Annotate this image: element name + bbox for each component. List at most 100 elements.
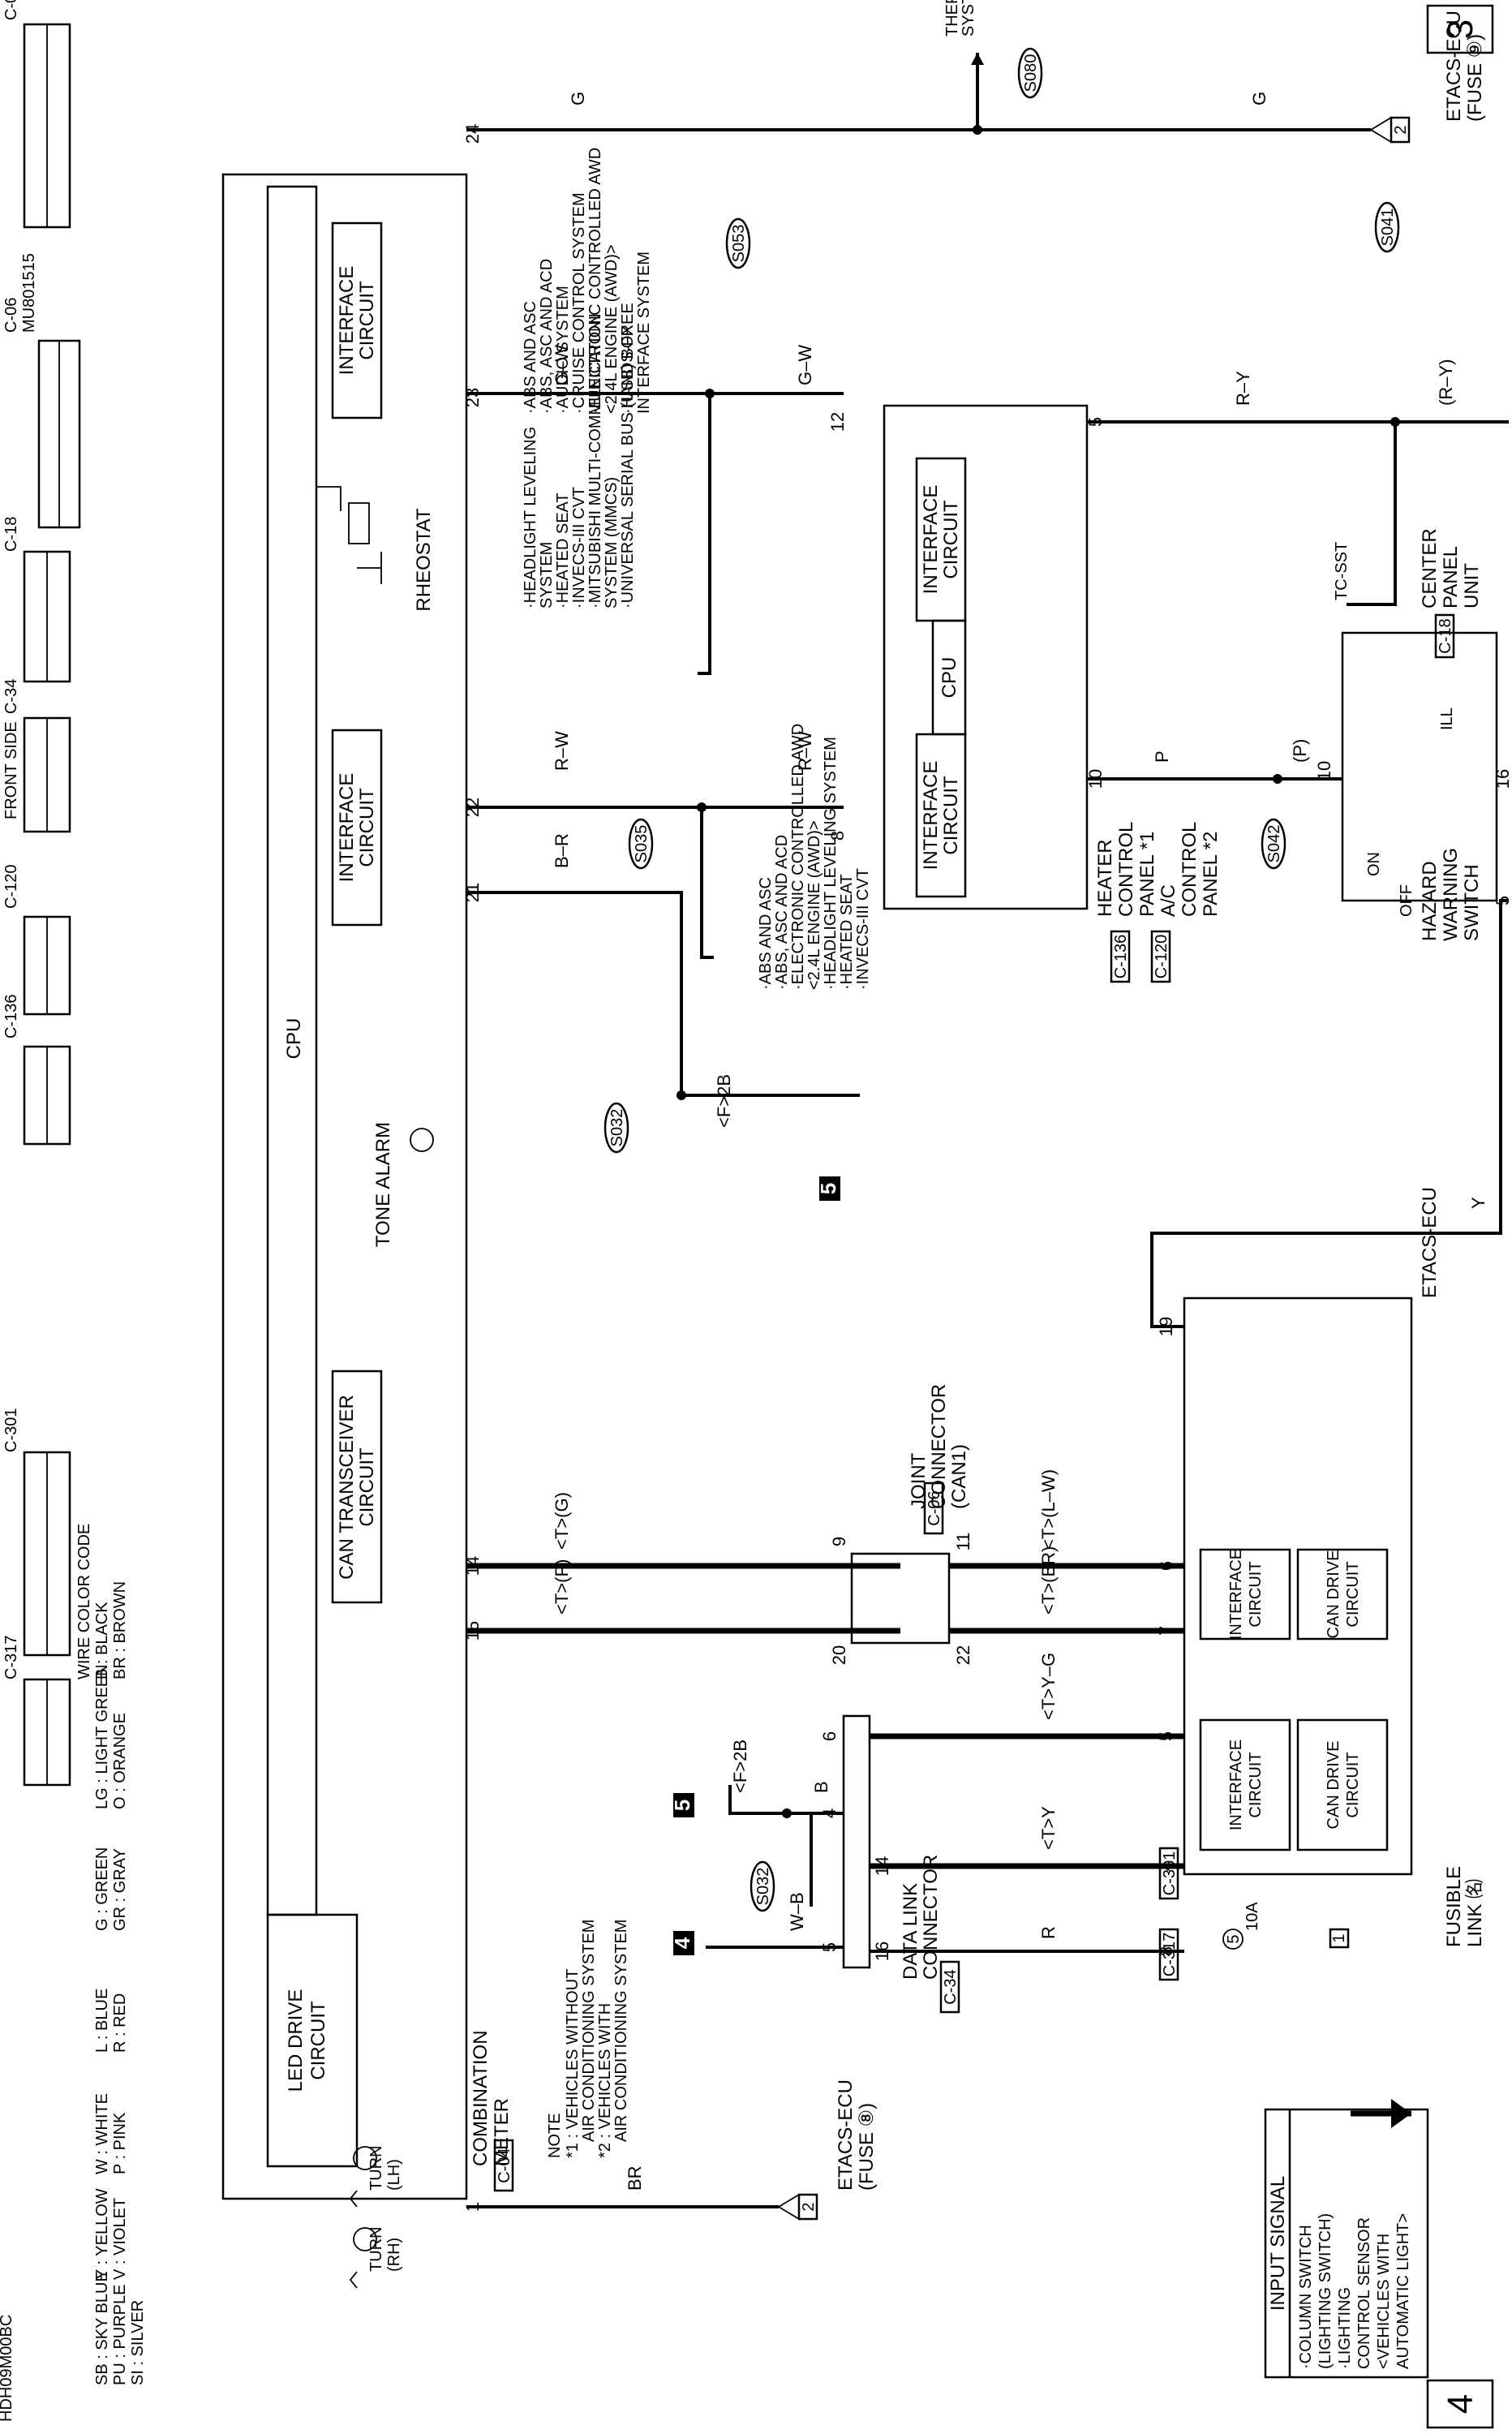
fuse-amp: 10A (1244, 1902, 1261, 1931)
connector-c34: C-34 FRONT SIDE (2, 679, 71, 833)
rw-branch (700, 807, 714, 959)
splice-s032-a: S032 (604, 1102, 629, 1154)
svg-text:C-04: C-04 (2, 0, 20, 20)
center-panel-unit-box (1341, 631, 1498, 902)
etacs-title: ETACS-ECU (1419, 1187, 1441, 1298)
svg-text:S032: S032 (754, 1868, 772, 1906)
svg-text:AIR CONDITIONING SYSTEM: AIR CONDITIONING SYSTEM (580, 1920, 598, 2142)
cpu-label: CPU (283, 1018, 305, 1060)
jc-pin22: 22 (953, 1645, 973, 1665)
gw-branch (698, 393, 711, 675)
svg-text:C-301: C-301 (2, 1408, 20, 1452)
turn-lh-label: TURN (367, 2145, 385, 2191)
c301-tag-box (1158, 1847, 1179, 1900)
image-code: HDH09M00BC (0, 2315, 15, 2422)
svg-text:SYSTEM (MMCS): SYSTEM (MMCS) (603, 477, 621, 608)
input-signal-box (1264, 2108, 1429, 2379)
hazard-l1: HAZARD (1419, 861, 1441, 941)
etacs-pin5: 5 (1156, 1731, 1176, 1741)
c317-tag-box (1158, 1928, 1179, 1981)
ry-label: R–Y (1233, 371, 1253, 406)
rheostat-symbol: RHEOSTAT (316, 486, 435, 612)
center-panel-l3: UNIT (1461, 563, 1483, 608)
tone-alarm-symbol: TONE ALARM (372, 1122, 434, 1247)
heater-name2: CONTROL (1115, 822, 1137, 917)
ground-marker-4 (673, 1931, 694, 1955)
svg-text:C-06: C-06 (2, 298, 20, 333)
fuse9-pin: 2 (1392, 125, 1410, 134)
svg-text:L : BLUE: L : BLUE (93, 1989, 111, 2053)
if2-text: INTERFACE (336, 773, 358, 883)
tone-alarm-label: TONE ALARM (372, 1122, 394, 1247)
svg-text:S032: S032 (608, 1109, 626, 1147)
heater-name4: A/C (1158, 884, 1179, 917)
joint-l3: (CAN1) (948, 1444, 970, 1509)
svg-text:·ELECTRONIC CONTROLLED AWD: ·ELECTRONIC CONTROLLED AWD (789, 724, 807, 990)
ground-5a-text: 5 (816, 1183, 840, 1194)
rheostat-label: RHEOSTAT (413, 508, 435, 611)
can-trans-text2: CIRCUIT (356, 1447, 378, 1527)
etacs-pin6: 6 (1156, 1561, 1176, 1571)
connector-c18: C-18 (2, 517, 71, 683)
svg-text:·COLUMN SWITCH: ·COLUMN SWITCH (1297, 2225, 1315, 2369)
svg-text:V : VIOLET: V : VIOLET (111, 2198, 129, 2280)
turn-rh-led: TURN (RH) (353, 2226, 403, 2272)
svg-text:CONTROL SENSOR: CONTROL SENSOR (1355, 2217, 1373, 2369)
tbr-label: <T>(BR) (1038, 1546, 1059, 1615)
connector-c136: C-136 (2, 995, 71, 1146)
etacs-ecu-box (1183, 1297, 1413, 1876)
wire-gw-label-2: G–W (795, 345, 815, 385)
svg-text:NOTE: NOTE (546, 2113, 564, 2158)
heater-control-panel-box (883, 404, 1089, 910)
wire-color-code: WIRE COLOR CODE B : BLACK LG : LIGHT GRE… (75, 1524, 147, 2385)
heater-interface-circuit-2 (915, 457, 967, 622)
heater-if-text2: CIRCUIT (940, 776, 962, 855)
if1-text: INTERFACE (336, 266, 358, 376)
heater-if2-text2: CIRCUIT (940, 500, 962, 579)
connector-c317: C-317 (2, 1636, 71, 1787)
heater-pin12: 12 (827, 412, 848, 432)
heater-name5: CONTROL (1179, 822, 1201, 917)
svg-text:R : RED: R : RED (111, 1993, 129, 2053)
svg-text:·ABS AND ASC: ·ABS AND ASC (522, 301, 539, 414)
c136-tag-box (1110, 930, 1131, 983)
etacs-interface-1 (1199, 1548, 1291, 1641)
svg-text:B : BLACK: B : BLACK (93, 1602, 111, 1679)
svg-text:·UNIVERSAL SERIAL BUS (USB) BO: ·UNIVERSAL SERIAL BUS (USB) BOX (619, 325, 637, 608)
can-trans-text: CAN TRANSCEIVER (336, 1395, 358, 1580)
hazard-l2: WARNING (1440, 848, 1462, 941)
etacs-if2: INTERFACE (1227, 1739, 1245, 1830)
etacs-fuse9: 2 ETACS-ECU (FUSE ⑨) (1369, 11, 1486, 144)
input-signal-items: ·COLUMN SWITCH (LIGHTING SWITCH) ·LIGHTI… (1297, 2213, 1412, 2369)
brw-label: BR (625, 2165, 645, 2191)
svg-text:·INVECS-III CVT: ·INVECS-III CVT (570, 487, 588, 608)
splice-s080: S080 (1017, 47, 1043, 99)
fuse8-label: ETACS-ECU (835, 2079, 857, 2191)
svg-text:·INVECS-III CVT: ·INVECS-III CVT (854, 868, 872, 990)
svg-text:3: 3 (1441, 19, 1480, 39)
splice-s041: S041 (1374, 201, 1400, 253)
fusible-pin: 1 (1330, 1933, 1348, 1942)
etacs-fuse8: 2 ETACS-ECU (FUSE ⑧) (777, 2079, 878, 2221)
wire-pin21-br (466, 891, 860, 1097)
theft-label: THEFT-ALARM (943, 0, 961, 37)
can-transceiver-circuit (331, 1370, 383, 1604)
etacs-can-drive-1 (1296, 1548, 1389, 1641)
connector-c04: C-04 (2, 0, 71, 229)
heater-name3: PANEL *1 (1136, 832, 1158, 917)
svg-text:·HEATED SEAT: ·HEATED SEAT (554, 492, 572, 608)
ground-marker-5b (673, 1793, 694, 1817)
svg-text:AUTOMATIC LIGHT>: AUTOMATIC LIGHT> (1394, 2213, 1412, 2369)
heater-name1: HEATER (1094, 839, 1116, 917)
etacs-can-drive-2 (1296, 1718, 1389, 1851)
fuse8-pin: 2 (800, 2202, 818, 2211)
c317-tag: C-317 (1161, 1933, 1179, 1976)
ry-paren-label: (R–Y) (1436, 359, 1456, 406)
led-drive-label-2: CIRCUIT (307, 2001, 329, 2080)
svg-text:·HANDS-FREE: ·HANDS-FREE (619, 303, 637, 414)
svg-text:W : WHITE: W : WHITE (93, 2093, 111, 2174)
if2-text2: CIRCUIT (356, 788, 378, 867)
fuse9-label: ETACS-ECU (1443, 11, 1465, 122)
svg-text:INTERFACE SYSTEM: INTERFACE SYSTEM (635, 252, 653, 414)
c34-tag: C-34 (942, 1969, 960, 2004)
